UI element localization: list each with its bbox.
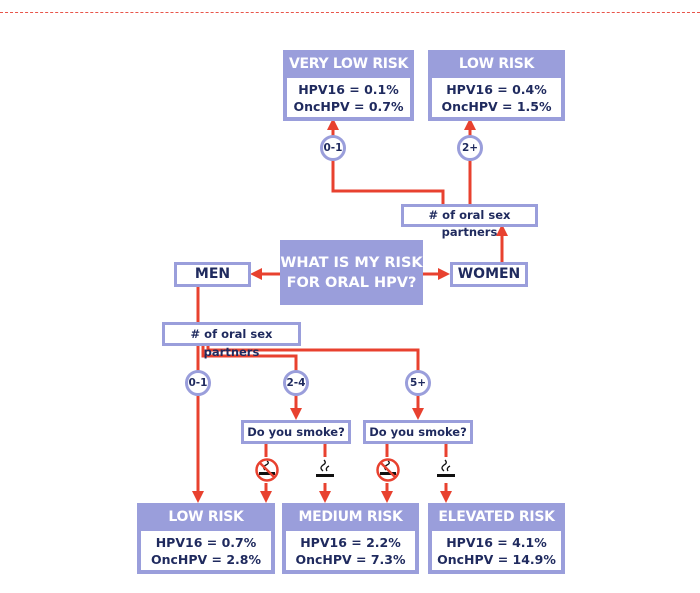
- risk-title: LOW RISK: [168, 509, 244, 525]
- women-label: WOMEN: [450, 262, 528, 287]
- men-branch-0-1: 0-1: [185, 370, 211, 396]
- women-low-risk-box: LOW RISK HPV16 = 0.4% OncHPV = 1.5%: [428, 50, 565, 121]
- onchpv-value: OncHPV = 7.3%: [295, 552, 406, 567]
- arrow-women-0-1: [327, 118, 445, 205]
- women-branch-2plus: 2+: [457, 135, 483, 161]
- hpv16-value: HPV16 = 0.7%: [155, 535, 257, 550]
- risk-title: ELEVATED RISK: [438, 509, 555, 525]
- men-low-risk-box: LOW RISK HPV16 = 0.7% OncHPV = 2.8%: [137, 503, 275, 574]
- dashed-divider: [0, 12, 700, 13]
- smoking-icon: [437, 459, 455, 477]
- main-question: WHAT IS MY RISK FOR ORAL HPV?: [280, 240, 423, 305]
- risk-title: MEDIUM RISK: [298, 509, 403, 525]
- no-smoking-icon: [255, 458, 279, 482]
- men-partners-label: # of oral sex partners: [162, 322, 301, 359]
- onchpv-value: OncHPV = 2.8%: [150, 552, 262, 567]
- women-partners-label: # of oral sex partners: [401, 204, 538, 239]
- onchpv-value: OncHPV = 0.7%: [293, 99, 404, 114]
- medium-risk-box: MEDIUM RISK HPV16 = 2.2% OncHPV = 7.3%: [282, 503, 419, 574]
- smoke-question-5plus: Do you smoke?: [363, 420, 473, 444]
- onchpv-value: OncHPV = 1.5%: [441, 99, 552, 114]
- risk-title: VERY LOW RISK: [288, 56, 409, 72]
- question-line-1: WHAT IS MY RISK: [280, 254, 423, 271]
- smoke-question-2-4: Do you smoke?: [241, 420, 351, 444]
- hpv16-value: HPV16 = 4.1%: [446, 535, 547, 550]
- risk-title: LOW RISK: [458, 56, 535, 72]
- men-label: MEN: [174, 262, 251, 287]
- very-low-risk-box: VERY LOW RISK HPV16 = 0.1% OncHPV = 0.7%: [283, 50, 414, 121]
- men-branch-5plus: 5+: [405, 370, 431, 396]
- hpv16-value: HPV16 = 0.1%: [298, 82, 399, 97]
- hpv16-value: HPV16 = 0.4%: [446, 82, 547, 97]
- smoking-icon: [316, 459, 334, 477]
- women-branch-0-1: 0-1: [320, 135, 346, 161]
- onchpv-value: OncHPV = 14.9%: [437, 552, 556, 567]
- men-branch-2-4: 2-4: [283, 370, 309, 396]
- question-line-2: FOR ORAL HPV?: [286, 274, 417, 291]
- no-smoking-icon: [376, 458, 400, 482]
- hpv16-value: HPV16 = 2.2%: [300, 535, 401, 550]
- elevated-risk-box: ELEVATED RISK HPV16 = 4.1% OncHPV = 14.9%: [428, 503, 565, 574]
